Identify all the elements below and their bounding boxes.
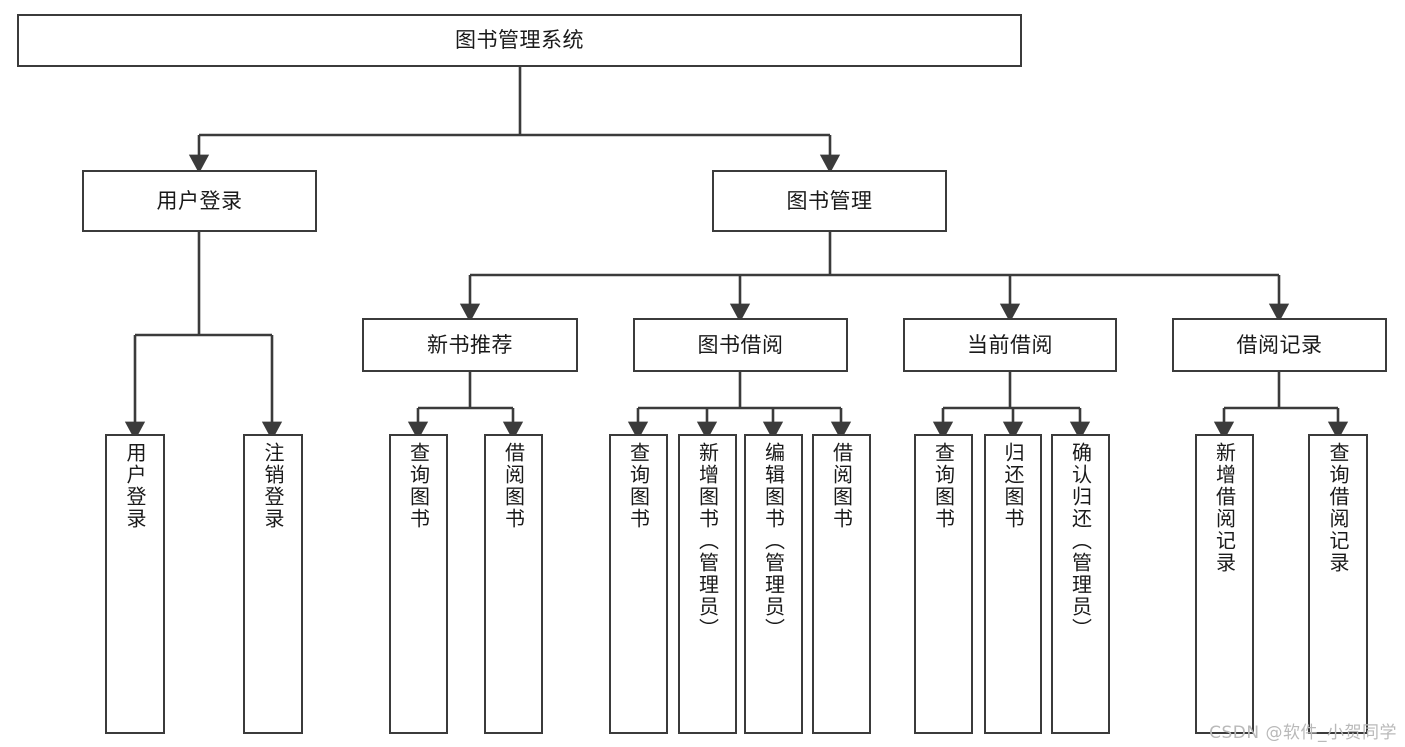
node-borrow-record[interactable]: 借阅记录 xyxy=(1172,318,1387,372)
leaf-borrow-edit-book-admin[interactable]: 编辑图书（管理员） xyxy=(744,434,803,734)
node-label: 编辑图书（管理员） xyxy=(761,442,786,640)
node-book-borrow[interactable]: 图书借阅 xyxy=(633,318,848,372)
node-user-login[interactable]: 用户登录 xyxy=(82,170,317,232)
leaf-user-login-logout[interactable]: 注销登录 xyxy=(243,434,303,734)
leaf-user-login-login[interactable]: 用户登录 xyxy=(105,434,165,734)
leaf-borrow-add-book-admin[interactable]: 新增图书（管理员） xyxy=(678,434,737,734)
node-label: 当前借阅 xyxy=(967,332,1053,357)
leaf-current-return-book[interactable]: 归还图书 xyxy=(984,434,1042,734)
node-label: 查询图书 xyxy=(931,442,956,530)
node-root-system[interactable]: 图书管理系统 xyxy=(17,14,1022,67)
leaf-record-add-record[interactable]: 新增借阅记录 xyxy=(1195,434,1254,734)
leaf-recommend-borrow-book[interactable]: 借阅图书 xyxy=(484,434,543,734)
node-label: 借阅图书 xyxy=(829,442,854,530)
node-label: 归还图书 xyxy=(1001,442,1025,530)
node-new-book-recommend[interactable]: 新书推荐 xyxy=(362,318,578,372)
node-label: 查询借阅记录 xyxy=(1326,442,1350,574)
leaf-borrow-borrow-book[interactable]: 借阅图书 xyxy=(812,434,871,734)
node-label: 查询图书 xyxy=(626,442,651,530)
leaf-borrow-query-book[interactable]: 查询图书 xyxy=(609,434,668,734)
node-label: 用户登录 xyxy=(123,442,147,530)
node-book-management[interactable]: 图书管理 xyxy=(712,170,947,232)
node-label: 新书推荐 xyxy=(427,332,513,357)
node-label: 注销登录 xyxy=(261,442,285,530)
node-label: 图书管理系统 xyxy=(455,28,584,53)
node-label: 图书管理 xyxy=(786,188,873,213)
node-label: 图书借阅 xyxy=(697,332,784,357)
node-label: 新增借阅记录 xyxy=(1212,442,1237,574)
node-label: 借阅记录 xyxy=(1236,332,1323,357)
node-current-borrow[interactable]: 当前借阅 xyxy=(903,318,1117,372)
node-label: 新增图书（管理员） xyxy=(695,442,720,640)
leaf-current-query-book[interactable]: 查询图书 xyxy=(914,434,973,734)
leaf-current-confirm-return-admin[interactable]: 确认归还（管理员） xyxy=(1051,434,1110,734)
node-label: 查询图书 xyxy=(406,442,431,530)
node-label: 确认归还（管理员） xyxy=(1068,442,1093,640)
leaf-record-query-record[interactable]: 查询借阅记录 xyxy=(1308,434,1368,734)
leaf-recommend-query-book[interactable]: 查询图书 xyxy=(389,434,448,734)
node-label: 用户登录 xyxy=(156,188,243,213)
node-label: 借阅图书 xyxy=(501,442,526,530)
